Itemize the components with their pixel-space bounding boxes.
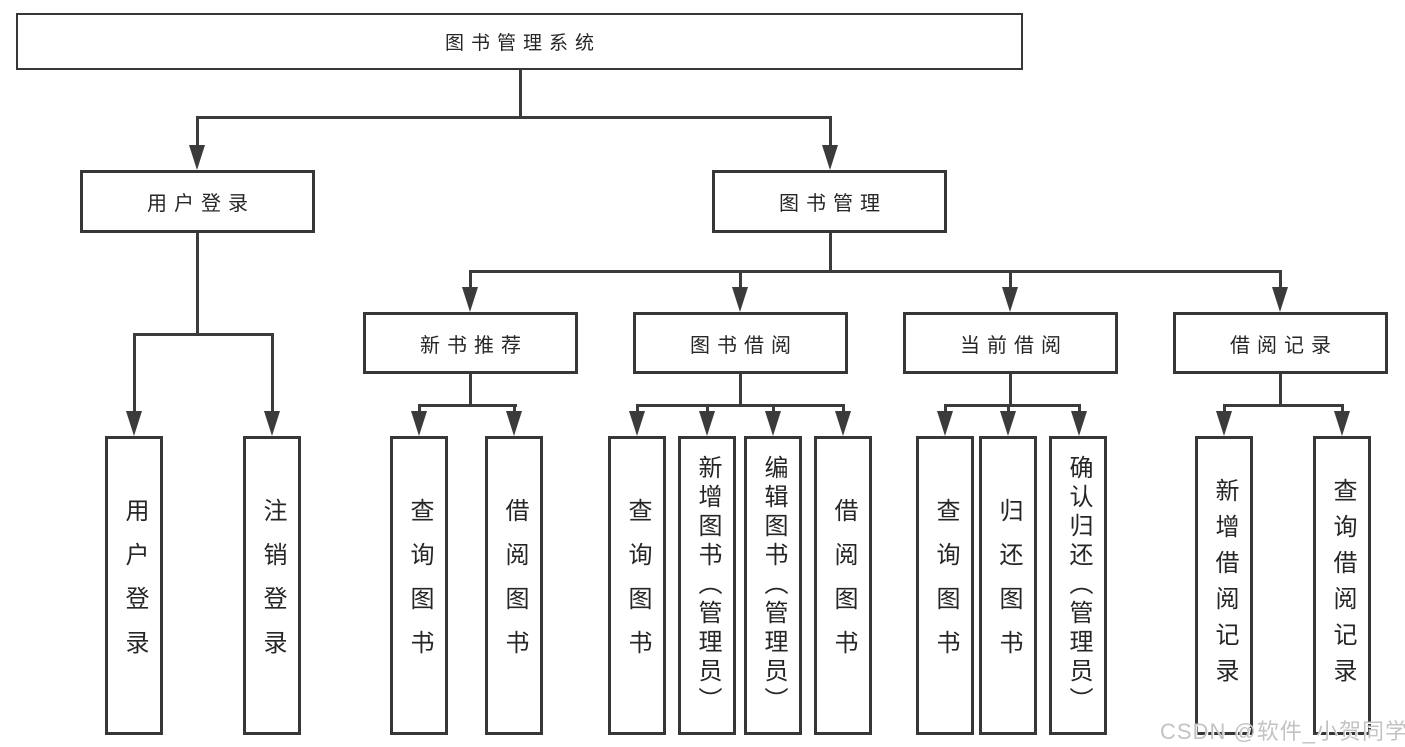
csdn-watermark: CSDN @软件_小贺同学 bbox=[1160, 719, 1405, 744]
node-label: 借阅图书 bbox=[830, 497, 857, 674]
node-label: 借阅图书 bbox=[501, 497, 528, 674]
node-leaf-user-login: 用户登录 bbox=[105, 436, 163, 735]
arrowhead-icon bbox=[699, 411, 715, 436]
node-borrowing-records: 借阅记录 bbox=[1173, 312, 1388, 374]
node-label: 图书管理系统 bbox=[444, 33, 601, 54]
connector-line bbox=[519, 70, 522, 118]
arrowhead-icon bbox=[189, 145, 205, 170]
node-leaf-add-borrow-record: 新增借阅记录 bbox=[1195, 436, 1253, 735]
connector-line bbox=[829, 233, 832, 272]
node-label: 新书推荐 bbox=[420, 334, 528, 357]
connector-line bbox=[196, 116, 832, 119]
node-leaf-borrow-books-recommend: 借阅图书 bbox=[485, 436, 543, 735]
node-label: 归还图书 bbox=[995, 497, 1022, 674]
node-label: 图书借阅 bbox=[690, 334, 798, 357]
node-leaf-add-books-admin: 新增图书（管理员） bbox=[678, 436, 736, 735]
connector-line bbox=[829, 116, 832, 156]
node-label: 查询图书 bbox=[406, 497, 433, 674]
node-label: 图书管理 bbox=[779, 193, 887, 215]
arrowhead-icon bbox=[732, 287, 748, 312]
node-label: 查询图书 bbox=[624, 497, 651, 674]
node-library-management-system: 图书管理系统 bbox=[16, 13, 1023, 70]
node-label: 新增借阅记录 bbox=[1211, 477, 1238, 694]
node-leaf-edit-books-admin: 编辑图书（管理员） bbox=[744, 436, 802, 735]
connector-line bbox=[1223, 404, 1344, 407]
node-new-book-recommendation: 新书推荐 bbox=[363, 312, 578, 374]
node-label: 当前借阅 bbox=[960, 334, 1068, 357]
node-label: 注销登录 bbox=[259, 497, 286, 674]
node-user-login: 用户登录 bbox=[80, 170, 315, 233]
connector-line bbox=[636, 404, 845, 407]
arrowhead-icon bbox=[937, 411, 953, 436]
node-label: 查询借阅记录 bbox=[1329, 477, 1356, 694]
arrowhead-icon bbox=[264, 411, 280, 436]
node-book-management: 图书管理 bbox=[712, 170, 947, 233]
node-leaf-query-books-current: 查询图书 bbox=[916, 436, 974, 735]
node-label: 借阅记录 bbox=[1230, 334, 1338, 357]
node-leaf-confirm-return-admin: 确认归还（管理员） bbox=[1049, 436, 1107, 735]
arrowhead-icon bbox=[1002, 287, 1018, 312]
connector-line bbox=[739, 374, 742, 406]
connector-line bbox=[271, 333, 274, 428]
connector-line bbox=[418, 404, 517, 407]
node-leaf-query-books-recommend: 查询图书 bbox=[390, 436, 448, 735]
node-leaf-return-books: 归还图书 bbox=[979, 436, 1037, 735]
arrowhead-icon bbox=[1216, 411, 1232, 436]
node-book-borrowing: 图书借阅 bbox=[633, 312, 848, 374]
node-leaf-query-borrow-record: 查询借阅记录 bbox=[1313, 436, 1371, 735]
connector-line bbox=[133, 333, 136, 428]
node-label: 确认归还（管理员） bbox=[1065, 455, 1092, 716]
connector-line bbox=[1009, 270, 1012, 300]
connector-line bbox=[469, 270, 472, 300]
arrowhead-icon bbox=[835, 411, 851, 436]
arrowhead-icon bbox=[765, 411, 781, 436]
arrowhead-icon bbox=[1000, 411, 1016, 436]
connector-line bbox=[944, 404, 1081, 407]
node-leaf-borrow-books: 借阅图书 bbox=[814, 436, 872, 735]
connector-line bbox=[196, 116, 199, 156]
arrowhead-icon bbox=[629, 411, 645, 436]
connector-line bbox=[1009, 374, 1012, 406]
node-label: 新增图书（管理员） bbox=[694, 455, 721, 716]
arrowhead-icon bbox=[1272, 287, 1288, 312]
node-label: 用户登录 bbox=[147, 193, 255, 215]
arrowhead-icon bbox=[126, 411, 142, 436]
arrowhead-icon bbox=[506, 411, 522, 436]
connector-line bbox=[739, 270, 742, 300]
node-leaf-logout: 注销登录 bbox=[243, 436, 301, 735]
connector-line bbox=[196, 233, 199, 335]
connector-line bbox=[469, 374, 472, 406]
node-current-borrowing: 当前借阅 bbox=[903, 312, 1118, 374]
node-label: 用户登录 bbox=[121, 497, 148, 674]
arrowhead-icon bbox=[411, 411, 427, 436]
node-label: 编辑图书（管理员） bbox=[760, 455, 787, 716]
connector-line bbox=[133, 333, 274, 336]
arrowhead-icon bbox=[822, 145, 838, 170]
connector-line bbox=[469, 270, 1282, 273]
arrowhead-icon bbox=[1334, 411, 1350, 436]
node-label: 查询图书 bbox=[932, 497, 959, 674]
connector-line bbox=[1279, 374, 1282, 406]
arrowhead-icon bbox=[462, 287, 478, 312]
node-leaf-query-books-borrow: 查询图书 bbox=[608, 436, 666, 735]
arrowhead-icon bbox=[1071, 411, 1087, 436]
connector-line bbox=[1279, 270, 1282, 300]
